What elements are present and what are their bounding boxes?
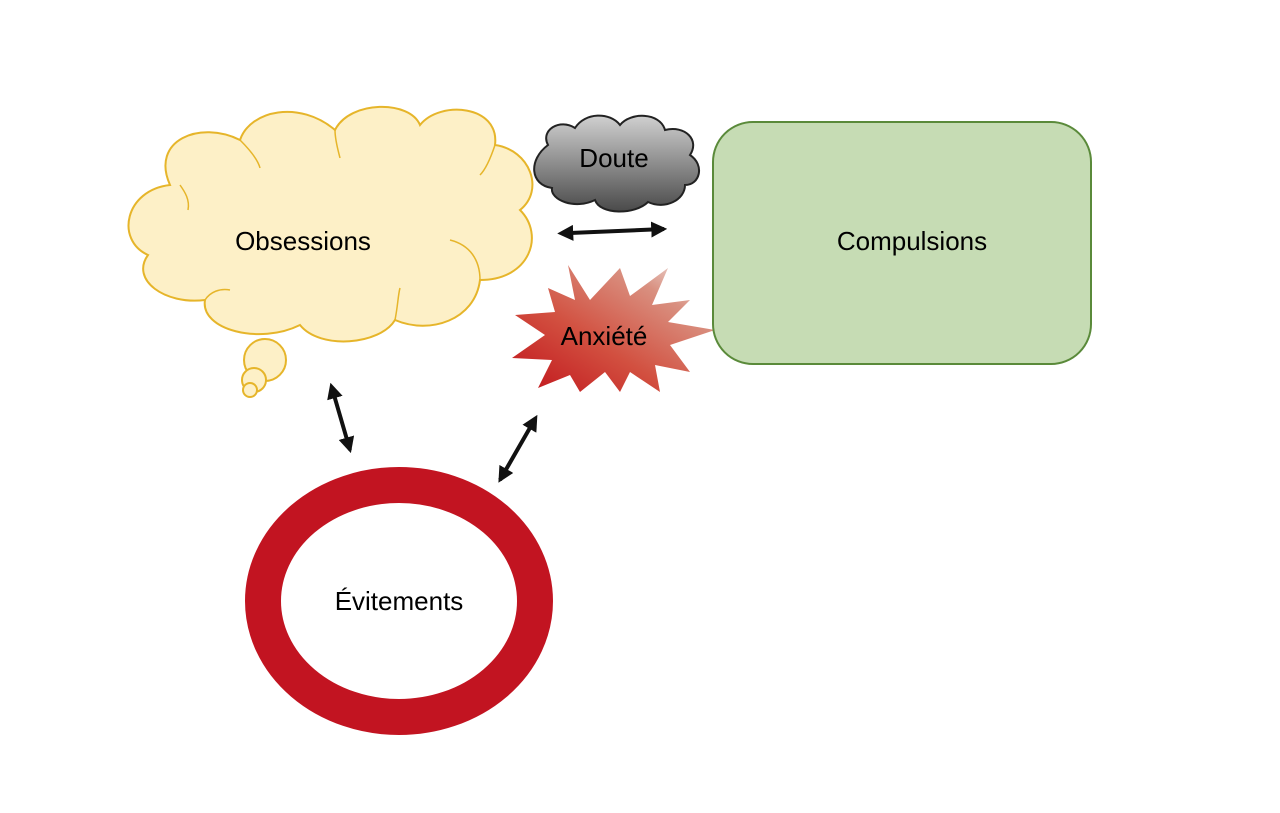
compulsions-node[interactable]: Compulsions bbox=[712, 121, 1092, 365]
anxiete-node[interactable]: Anxiété bbox=[512, 265, 715, 392]
obsessions-cloud-shape bbox=[127, 105, 534, 343]
compulsions-box bbox=[712, 121, 1092, 365]
evitements-node[interactable]: Évitements bbox=[245, 467, 553, 735]
evitements-label: Évitements bbox=[335, 586, 464, 616]
doute-cloud-shape bbox=[533, 114, 700, 213]
arrow-obsessions-compulsions bbox=[557, 221, 668, 241]
doute-label: Doute bbox=[579, 143, 648, 173]
evitements-ring bbox=[245, 467, 553, 735]
anxiete-label: Anxiété bbox=[561, 321, 648, 351]
arrow-anxiete-evitements bbox=[498, 414, 538, 483]
arrow-obsessions-evitements bbox=[327, 382, 355, 454]
obsessions-label: Obsessions bbox=[235, 226, 371, 256]
compulsions-label: Compulsions bbox=[837, 226, 987, 256]
obsessions-node[interactable]: Obsessions bbox=[127, 105, 534, 398]
thought-bubble-small bbox=[242, 382, 258, 398]
anxiete-explosion-shape bbox=[512, 265, 715, 392]
doute-node[interactable]: Doute bbox=[533, 114, 700, 213]
